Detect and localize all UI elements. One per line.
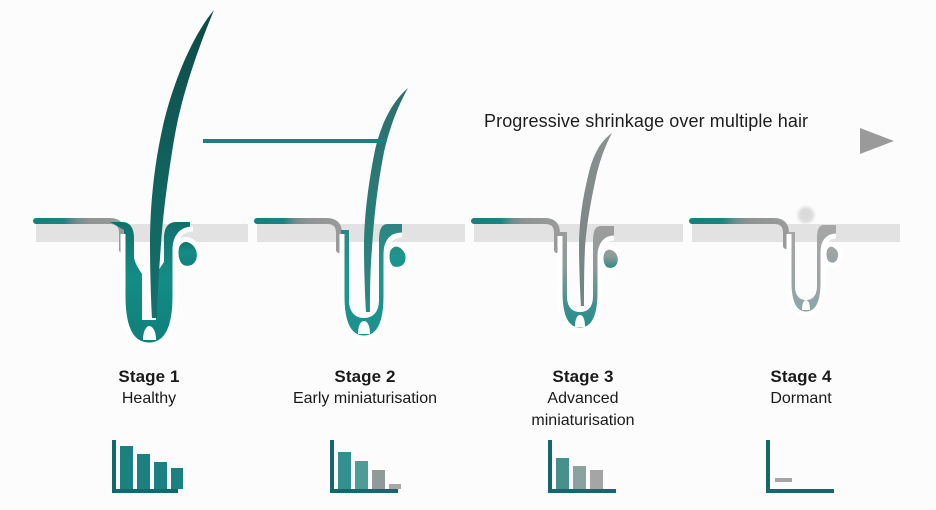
follicle-stage-3 [471,133,695,333]
stage-label-stage-3: Stage 3 Advanced miniaturisation [463,366,703,432]
stage-2-subtitle-line1: Early miniaturisation [292,390,438,407]
hair-shaft-stage-1 [150,10,214,318]
stage-1-subtitle-line1: Healthy [121,390,177,407]
mini-chart-stage-4 [766,440,834,493]
stage-3-subtitle-line2: miniaturisation [531,412,635,429]
stage-2-title: Stage 2 [334,367,396,386]
follicle-stage-4 [689,204,903,317]
progression-arrow [203,128,894,154]
hair-shaft-stage-3 [579,133,612,306]
hair-shaft-stage-2 [364,88,408,312]
arrow-head-icon [860,128,894,154]
scalp-surface-band [36,224,900,242]
mini-chart-stage-2 [330,440,401,493]
stage-1-title: Stage 1 [118,367,180,386]
dormant-hair-dot-core [801,209,811,219]
stage-3-title: Stage 3 [552,367,614,386]
stage-label-stage-2: Stage 2 Early miniaturisation [245,366,485,410]
stage-4-title: Stage 4 [770,367,832,386]
mini-chart-stage-3 [548,440,616,493]
stage-4-subtitle-line1: Dormant [770,390,832,407]
follicle-stage-1 [33,10,260,348]
stage-label-stage-1: Stage 1 Healthy [29,366,269,410]
stage-3-subtitle-line1: Advanced [547,390,619,407]
follicle-stage-2 [254,88,477,341]
stage-label-stage-4: Stage 4 Dormant [681,366,921,410]
progression-arrow-label: Progressive shrinkage over multiple hair [484,111,809,131]
mini-chart-stage-1 [112,440,183,493]
